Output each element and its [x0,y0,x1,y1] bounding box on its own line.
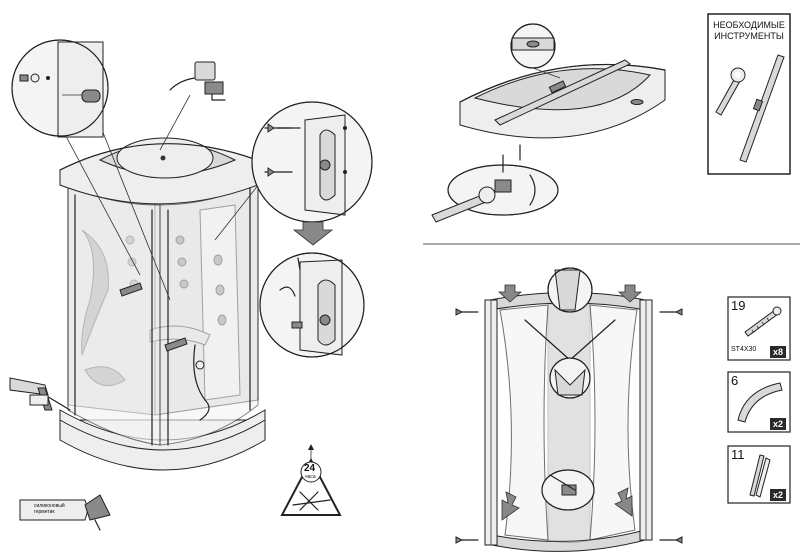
tools-title-line1: НЕОБХОДИМЫЕ [713,20,785,30]
step-down-arrow [292,221,334,246]
zoom-panel-detail [259,252,365,358]
tools-title-line2: ИНСТРУМЕНТЫ [714,31,784,41]
cure-hours-unit: часа [305,474,316,480]
part-11-box [727,445,791,504]
part-qty: x2 [770,418,787,430]
sealant-tube-icon [19,494,111,531]
part-number: 19 [731,298,746,313]
part-number: 11 [731,447,745,462]
part-spec: ST4X30 [731,346,757,353]
caulk-gun-icon [9,377,71,411]
cure-hours: 24 [304,463,316,474]
zoom-bolt-detail [11,39,109,138]
door-frame-assembly-drawing [455,267,683,552]
part-qty: x2 [770,489,787,501]
part-qty: x8 [770,346,787,358]
part-number: 6 [731,373,739,388]
sealant-label: силиконовый герметик [34,503,65,515]
shower-cabin-drawing [59,94,271,471]
zoom-screw-detail [251,101,373,223]
sealant-label-line2: герметик [34,509,55,515]
cure-time-warning-icon [280,444,342,516]
tools-title: НЕОБХОДИМЫЕ ИНСТРУМЕНТЫ [708,20,790,42]
required-tools-panel [707,13,791,175]
tray-leveling-drawing [431,23,666,223]
sealant-label-line1: силиконовый [34,503,65,509]
zoom-pipe-detail [169,61,226,101]
